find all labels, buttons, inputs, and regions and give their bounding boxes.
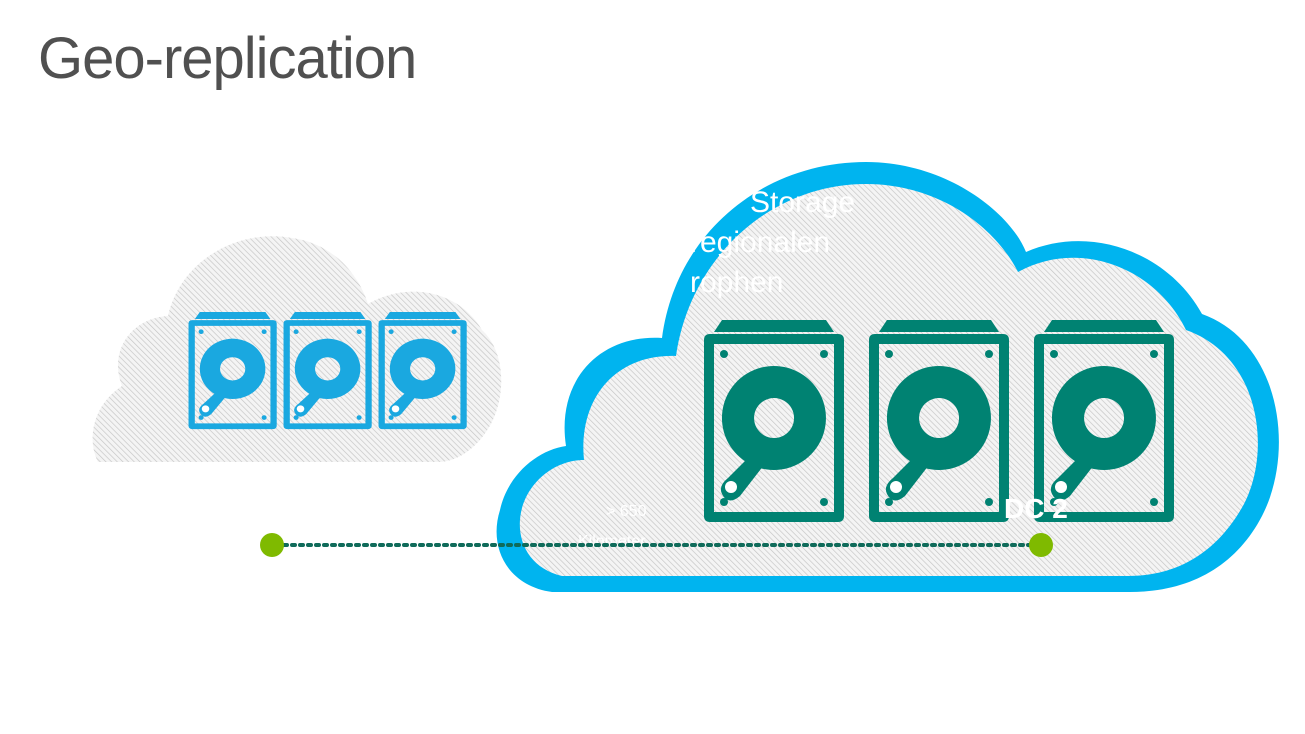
distance-value: > 650 xyxy=(606,503,647,520)
caption-line-3: rophen xyxy=(690,266,783,299)
endpoint-dot-icon xyxy=(260,533,284,557)
caption: Storage regionalen rophen xyxy=(690,186,855,299)
caption-line-2: regionalen xyxy=(690,226,830,259)
page-title: Geo-replication xyxy=(38,26,417,91)
dc-label: DC 2 xyxy=(1004,493,1068,524)
distance-unit: Kilometer xyxy=(578,533,646,550)
endpoint-dot-icon xyxy=(1029,533,1053,557)
caption-line-1: Storage xyxy=(750,186,855,219)
